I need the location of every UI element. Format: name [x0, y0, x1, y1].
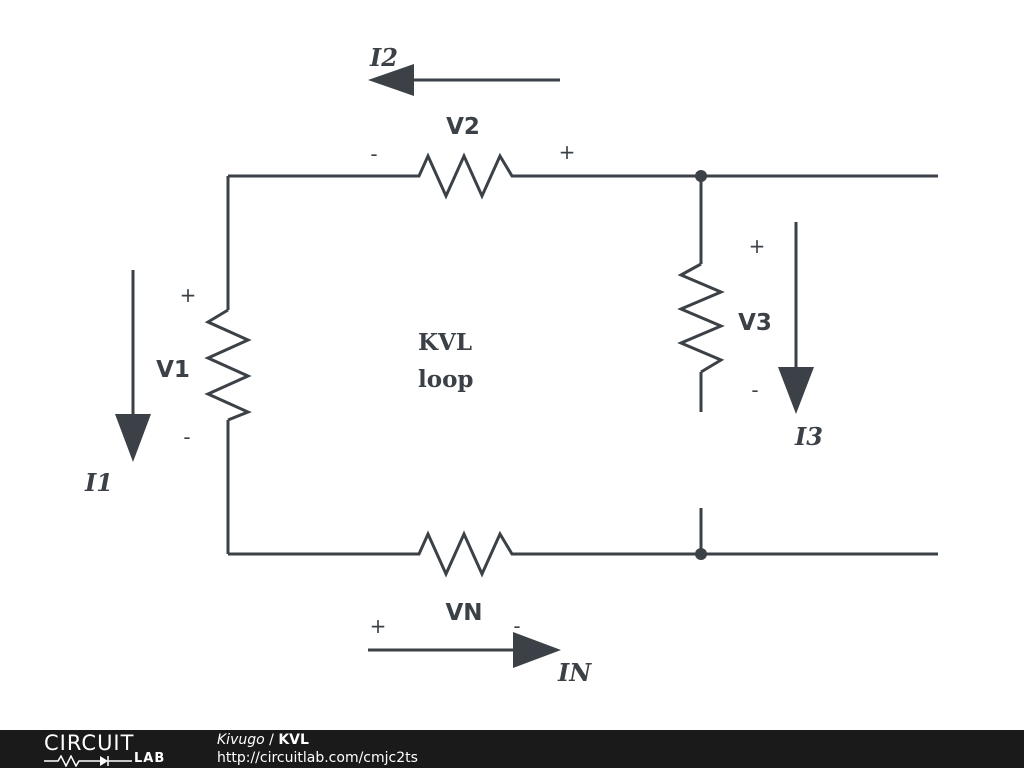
kvl-loop-title: KVL [418, 329, 472, 356]
resistor-vn [408, 530, 520, 578]
in-arrow-head [513, 632, 561, 668]
v3-minus-sign: - [751, 378, 758, 402]
label-i3: I3 [794, 422, 823, 451]
kvl-loop-subtitle: loop [418, 366, 474, 393]
label-v3: V3 [738, 310, 772, 336]
label-i1: I1 [84, 468, 113, 497]
logo-trace-icon [44, 755, 132, 767]
resistor-v3 [677, 262, 725, 374]
i2-arrow-head [368, 64, 414, 96]
label-in: IN [557, 658, 592, 687]
author-name[interactable]: Kivugo [217, 732, 265, 748]
footer-bar: CIRCUIT LAB Kivugo / KVL http://circuitl… [0, 730, 1024, 768]
v2-plus-sign: + [559, 140, 576, 164]
i1-arrow-head [115, 414, 151, 462]
vn-minus-sign: - [513, 614, 520, 638]
v1-minus-sign: - [183, 425, 190, 449]
vn-plus-sign: + [370, 614, 387, 638]
label-v2: V2 [446, 114, 480, 140]
byline-separator: / [264, 732, 279, 748]
logo-wordmark-top: CIRCUIT [44, 731, 135, 755]
resistor-v2 [408, 152, 520, 200]
circuit-title[interactable]: KVL [278, 732, 309, 748]
i3-arrow-head [778, 367, 814, 414]
circuit-byline: Kivugo / KVL [217, 732, 309, 749]
circuit-diagram: V2 V1 V3 VN - + + - + - + - I2 I1 I3 IN … [84, 43, 938, 687]
v2-minus-sign: - [370, 142, 377, 166]
v1-plus-sign: + [180, 283, 197, 307]
logo-wordmark-bottom: LAB [134, 751, 166, 766]
circuitlab-logo[interactable]: CIRCUIT LAB [44, 732, 174, 768]
resistor-v1 [204, 308, 252, 422]
junction-top [695, 170, 707, 182]
junction-bottom [695, 548, 707, 560]
v3-plus-sign: + [749, 234, 766, 258]
label-v1: V1 [156, 357, 190, 383]
label-i2: I2 [369, 43, 398, 72]
label-vn: VN [445, 600, 482, 626]
circuit-url[interactable]: http://circuitlab.com/cmjc2ts [217, 750, 418, 766]
